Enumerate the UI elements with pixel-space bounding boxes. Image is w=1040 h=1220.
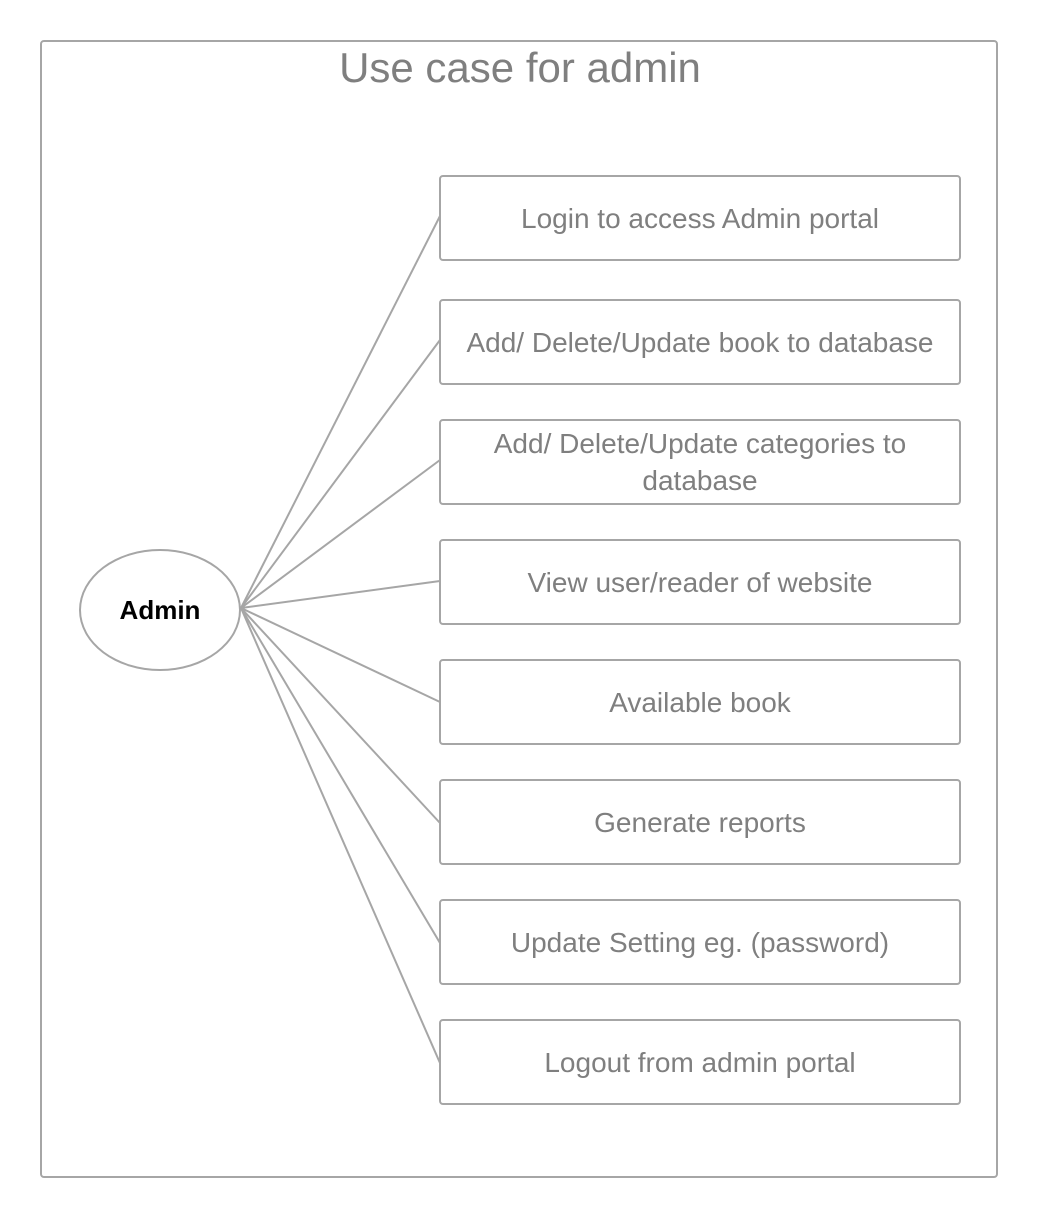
system-boundary [40,40,998,1178]
connector-available-book [240,607,441,703]
diagram-title: Use case for admin [339,44,701,91]
actor-admin: Admin [79,549,241,671]
connector-reports [240,607,441,824]
usecase-view-users: View user/reader of website [439,539,961,625]
usecase-login: Login to access Admin portal [439,175,961,261]
connector-login [240,215,441,609]
connector-view-users [240,580,441,609]
usecase-manage-categories: Add/ Delete/Update categories to databas… [439,419,961,505]
actor-label: Admin [119,594,201,625]
usecase-available-book: Available book [439,659,961,745]
usecase-manage-books: Add/ Delete/Update book to database [439,299,961,385]
connector-logout [240,607,441,1064]
usecase-logout: Logout from admin portal [439,1019,961,1105]
usecase-update-settings: Update Setting eg. (password) [439,899,961,985]
connector-categories [240,459,441,609]
connector-book [240,339,441,609]
connector-settings [240,607,441,944]
usecase-generate-reports: Generate reports [439,779,961,865]
